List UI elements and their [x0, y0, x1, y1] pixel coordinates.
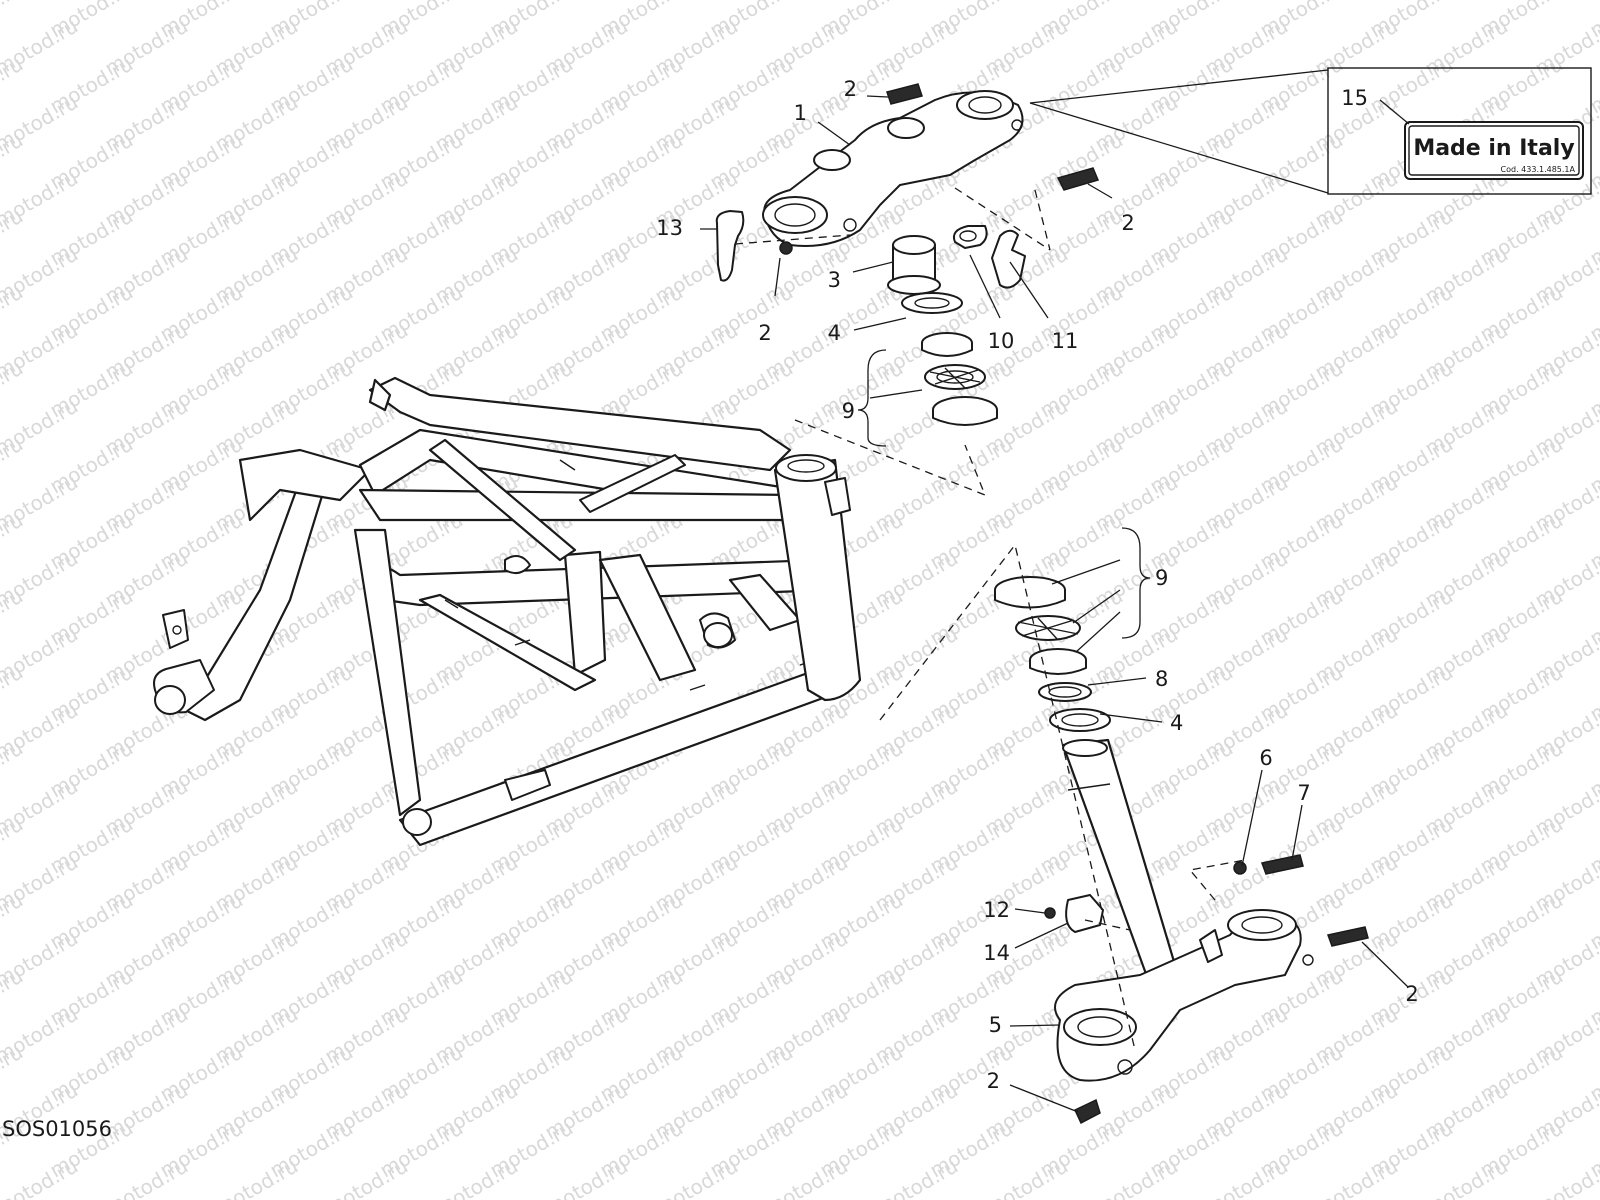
small-parts-lower — [1044, 854, 1369, 1125]
watermark-text: motod.ru — [486, 1192, 577, 1200]
callout-5: 5 — [989, 1013, 1002, 1037]
callout-11: 11 — [1052, 329, 1079, 353]
bracket-11 — [991, 229, 1026, 289]
callout-2-right-upper: 2 — [1121, 211, 1134, 235]
watermark-text: motod.ru — [0, 1192, 27, 1200]
spacer-10 — [952, 225, 988, 249]
callout-2-left-upper: 2 — [758, 321, 771, 345]
callout-9-upper: 9 — [842, 399, 855, 423]
watermark-text: motod.ru — [211, 1154, 302, 1200]
watermark-text: motod.ru — [1476, 1192, 1567, 1200]
callout-7: 7 — [1297, 781, 1310, 805]
callout-2-right-lower: 2 — [1405, 982, 1418, 1006]
steering-sleeve-3 — [887, 235, 941, 295]
callout-6: 6 — [1259, 746, 1272, 770]
watermark-text: motod.ru — [981, 1154, 1072, 1200]
callout-10: 10 — [988, 329, 1015, 353]
callout-numbers: 2 1 15 2 13 2 3 4 10 11 9 9 8 4 6 7 12 1… — [656, 77, 1418, 1093]
watermark-text: motod.ru — [1091, 1154, 1182, 1200]
watermark-text: motod.ru — [651, 1154, 742, 1200]
bolts-upper — [715, 83, 1100, 282]
callout-15: 15 — [1341, 86, 1368, 110]
watermark-text: motod.ru — [761, 1154, 852, 1200]
label-plate — [1404, 121, 1584, 180]
callout-14: 13 — [656, 216, 683, 240]
braces — [857, 349, 1151, 639]
callout-2-bottom: 2 — [987, 1069, 1000, 1093]
bearing-9-lower — [994, 576, 1087, 675]
assembly-lines — [734, 187, 1246, 1051]
callout-3: 3 — [828, 268, 841, 292]
watermark-text: motod.ru — [376, 1192, 467, 1200]
lower-triple-clamp-5 — [1054, 909, 1314, 1082]
callout-1: 1 — [794, 101, 807, 125]
watermark-text: motod.ru — [596, 1192, 687, 1200]
watermark-text: motod.ru — [1256, 1192, 1347, 1200]
seal-4-upper — [901, 292, 963, 314]
callout-12: 12 — [983, 898, 1010, 922]
watermark-text: motod.ru — [1311, 1154, 1402, 1200]
watermark-text: motod.ru — [431, 1154, 522, 1200]
washer-8 — [1038, 682, 1092, 702]
watermark-text: motod.ru — [156, 1192, 247, 1200]
steering-stem — [1061, 738, 1177, 987]
upper-triple-clamp — [762, 90, 1024, 247]
watermark-text: motod.ru — [321, 1154, 412, 1200]
watermark-text: motod.ru — [1366, 1192, 1457, 1200]
callout-2-top: 2 — [844, 77, 857, 101]
callout-4-lower: 4 — [1170, 711, 1183, 735]
watermark-text: motod.ru — [1421, 1154, 1512, 1200]
seal-4-lower — [1049, 708, 1111, 732]
diagram-reference-code: SOS01056 — [2, 1117, 112, 1141]
callout-4-upper: 4 — [828, 321, 841, 345]
watermark-text: motod.ru — [926, 1192, 1017, 1200]
watermark-text: motod.ru — [706, 1192, 797, 1200]
frame — [153, 376, 862, 847]
watermark-text: motod.ru — [541, 1154, 632, 1200]
watermark-text: motod.ru — [871, 1154, 962, 1200]
watermark-text: motod.ru — [1036, 1192, 1127, 1200]
label-code-text: Cod. 433.1.485.1A — [1501, 165, 1576, 174]
label-main-text: Made in Italy — [1413, 136, 1574, 161]
watermark-text: motod.ru — [101, 1154, 192, 1200]
made-in-italy-label-callout: Made in Italy Cod. 433.1.485.1A — [1029, 67, 1592, 195]
watermark-text: motod.ru — [46, 1192, 137, 1200]
watermark-text: motod.ru — [266, 1192, 357, 1200]
watermark-text: motod.ru — [0, 0, 27, 42]
leader-lines — [700, 95, 1410, 1113]
callout-8: 8 — [1155, 667, 1168, 691]
callout-13: 14 — [983, 941, 1010, 965]
callout-9-lower: 9 — [1155, 566, 1168, 590]
watermark-text: motod.ru — [1201, 1154, 1292, 1200]
bearing-9-upper — [921, 332, 998, 426]
watermark-text: motod.ru — [1146, 1192, 1237, 1200]
watermark-text: motod.ru — [816, 1192, 907, 1200]
